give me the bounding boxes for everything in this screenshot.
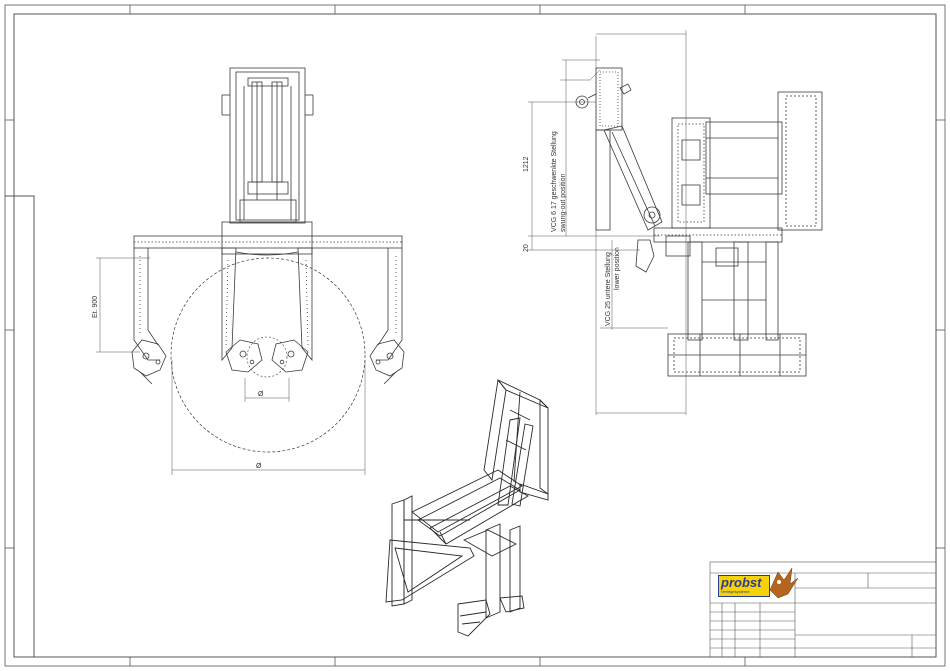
dim-height-1212: 1212 xyxy=(523,156,530,172)
logo-wordmark: probst xyxy=(721,576,761,590)
side-view xyxy=(576,68,822,376)
dim-vcg-swung-en: swung-out position xyxy=(560,174,567,232)
dim-opening: Et. 900 xyxy=(92,296,99,318)
dim-inner-diameter: Ø xyxy=(258,391,264,398)
sheet-frame xyxy=(5,5,945,666)
dim-vcg-lower-en: lower position xyxy=(614,247,621,290)
right-claw xyxy=(370,340,404,384)
front-view xyxy=(132,68,404,452)
dim-vcg-swung: VCG 6 17 geschwenkte Stellung xyxy=(551,131,558,232)
probst-logo: probst Verlegesysteme xyxy=(718,575,770,597)
logo-subtitle: Verlegesysteme xyxy=(721,589,749,594)
left-claw xyxy=(132,340,166,384)
dim-vcg-lower: VCG 25 untere Stellung xyxy=(605,252,612,326)
dim-outer-diameter: Ø xyxy=(256,463,262,470)
isometric-view xyxy=(386,380,548,636)
dim-height-20: 20 xyxy=(523,244,530,252)
load-outer-circle xyxy=(171,258,365,452)
eagle-icon xyxy=(770,568,798,598)
